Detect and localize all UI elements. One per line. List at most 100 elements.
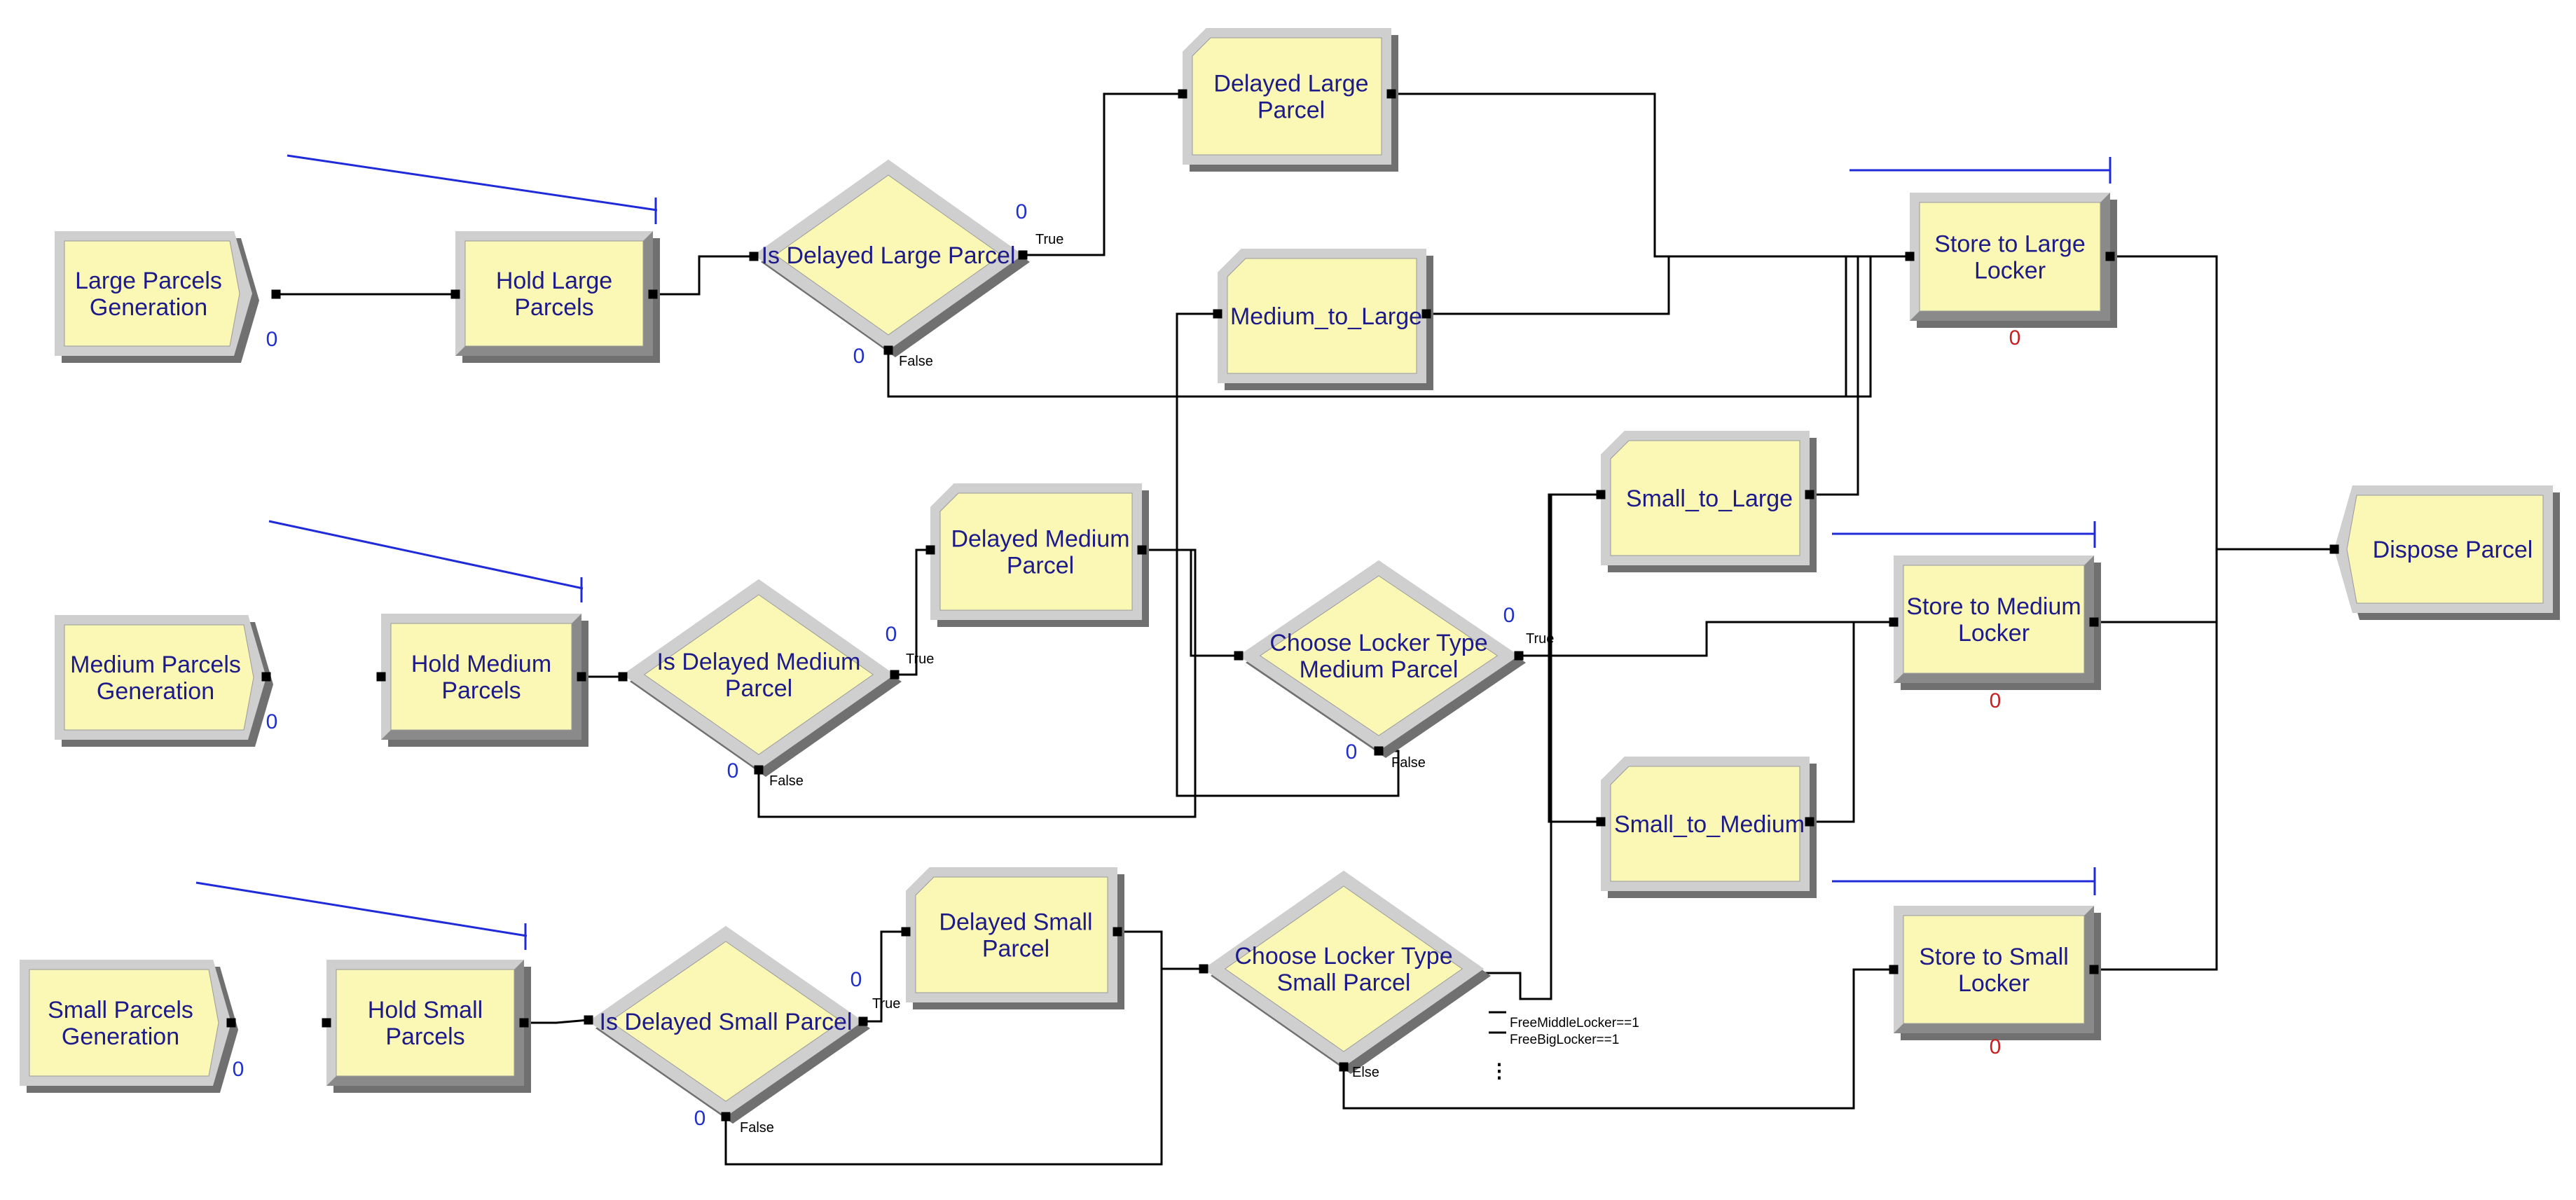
connector[interactable] [2094, 548, 2334, 623]
exit-port[interactable] [648, 289, 658, 299]
connector[interactable] [1391, 92, 1910, 258]
connector[interactable] [1548, 493, 1601, 656]
exit-port[interactable] [519, 1018, 529, 1028]
dispose-module-dispose[interactable]: Dispose Parcel [2334, 485, 2560, 620]
exit-port[interactable] [1374, 746, 1384, 756]
connector[interactable] [1548, 656, 1601, 823]
entry-port[interactable] [584, 1015, 593, 1025]
entry-port[interactable] [1889, 617, 1899, 627]
entity-counter: 0 [1990, 689, 2002, 712]
module-label: Parcel [725, 675, 792, 702]
branch-false-label: False [740, 1120, 774, 1136]
connector[interactable] [1342, 968, 1894, 1110]
exit-port[interactable] [261, 672, 271, 682]
exit-port[interactable] [1805, 817, 1814, 827]
entry-port[interactable] [1213, 309, 1222, 319]
queue-line [195, 881, 528, 950]
exit-port[interactable] [1421, 309, 1431, 319]
module-label: Is Delayed Large Parcel [762, 242, 1016, 269]
exit-port[interactable] [2089, 617, 2099, 627]
connector[interactable] [1023, 92, 1183, 256]
decide-module-decide-large[interactable]: Is Delayed Large Parcel [754, 160, 1030, 357]
exit-port[interactable] [1137, 545, 1147, 555]
module-label: Parcel [1258, 97, 1325, 123]
queue-line [1832, 521, 2096, 548]
branch-else-label: Else [1352, 1065, 1379, 1080]
entity-counter: 0 [727, 759, 739, 782]
ports [226, 89, 2339, 1122]
exit-port[interactable] [2105, 251, 2115, 261]
exit-port[interactable] [226, 1018, 236, 1028]
entry-port[interactable] [749, 251, 759, 261]
exit-port[interactable] [271, 289, 281, 299]
entry-port[interactable] [322, 1018, 331, 1028]
entry-port[interactable] [901, 927, 911, 937]
process-module-small-to-medium[interactable]: Small_to_Medium [1601, 757, 1817, 898]
entry-port[interactable] [1178, 89, 1187, 99]
connector[interactable] [1519, 621, 1894, 657]
module-label: Hold Medium [411, 651, 551, 677]
exit-port[interactable] [754, 765, 764, 775]
entry-port[interactable] [376, 672, 386, 682]
entry-port[interactable] [618, 672, 628, 682]
exit-port[interactable] [1514, 651, 1524, 661]
exit-port[interactable] [721, 1112, 731, 1122]
entry-port[interactable] [925, 545, 935, 555]
exit-port[interactable] [883, 345, 893, 355]
process-module-small-to-large[interactable]: Small_to_Large [1601, 431, 1817, 572]
condition-big-locker-label: FreeBigLocker==1 [1510, 1033, 1619, 1047]
entry-port[interactable] [450, 289, 460, 299]
connector[interactable] [1117, 930, 1204, 970]
module-label: Medium Parcel [1300, 656, 1459, 683]
exit-port[interactable] [1339, 1062, 1349, 1072]
connector[interactable] [1142, 549, 1239, 657]
connector[interactable] [1810, 256, 1859, 496]
module-label: Medium Parcels [70, 651, 241, 678]
entry-port[interactable] [2329, 544, 2339, 554]
entity-counter: 0 [266, 328, 278, 351]
exit-port[interactable] [577, 672, 586, 682]
exit-port[interactable] [1386, 89, 1396, 99]
connector[interactable] [1484, 495, 1552, 1000]
entry-port[interactable] [1905, 251, 1915, 261]
connector[interactable] [1426, 256, 1670, 315]
exit-port[interactable] [890, 670, 900, 680]
entry-port[interactable] [1596, 817, 1606, 827]
module-label: Store to Small [1919, 944, 2069, 970]
entry-port[interactable] [1199, 964, 1208, 974]
connector[interactable] [2094, 255, 2218, 971]
decide-module-decide-small[interactable]: Is Delayed Small Parcel [588, 926, 870, 1124]
connector[interactable] [524, 1019, 589, 1024]
entry-port[interactable] [1234, 651, 1244, 661]
exit-port[interactable] [1805, 490, 1814, 499]
entry-port[interactable] [1596, 490, 1606, 499]
connector[interactable] [653, 255, 754, 296]
connector[interactable] [895, 549, 930, 676]
exit-port[interactable] [1018, 250, 1028, 260]
connector[interactable] [1810, 622, 1855, 823]
connector[interactable] [863, 930, 906, 1023]
module-label: Locker [1974, 257, 2046, 284]
exit-port[interactable] [858, 1016, 868, 1026]
exit-port[interactable] [1113, 927, 1122, 937]
process-module-medium-to-large[interactable]: Medium_to_Large [1218, 249, 1433, 390]
entry-port[interactable] [1889, 965, 1899, 974]
exit-port[interactable] [2089, 965, 2099, 974]
